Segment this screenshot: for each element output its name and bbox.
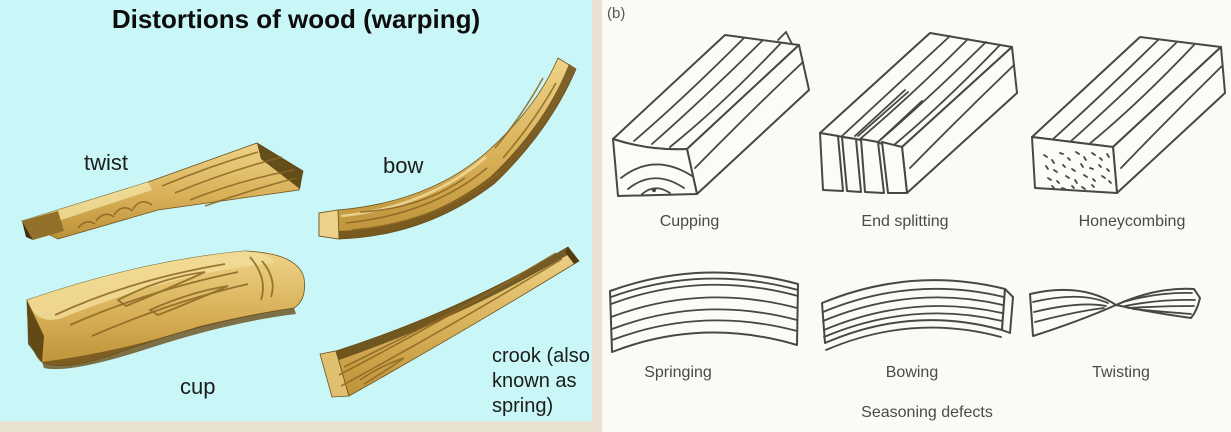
honeycombing-block-drawing [1031, 36, 1226, 194]
seasoning-defects-panel: (b) Cupping End splitting Honeycombing S… [602, 0, 1231, 432]
cup-board-illustration [26, 250, 305, 370]
crook-label: crook (also known as spring) [492, 344, 602, 419]
cupping-block-drawing [612, 30, 810, 197]
warping-illustrations [20, 57, 580, 398]
bowing-board-drawing [821, 279, 1014, 351]
warping-title: Distortions of wood (warping) [111, 4, 481, 34]
honeycombing-label: Honeycombing [1078, 213, 1186, 230]
twist-label: twist [84, 150, 128, 175]
crook-label-line2: known as [492, 370, 577, 392]
crook-label-line3: spring) [492, 395, 554, 417]
end-splitting-block-drawing [819, 32, 1018, 194]
bow-board-illustration [318, 57, 577, 240]
crook-board-illustration [319, 246, 580, 398]
cupping-label: Cupping [659, 213, 720, 230]
springing-board-drawing [609, 271, 799, 353]
twist-board-illustration [20, 142, 304, 240]
cup-label: cup [180, 374, 216, 399]
bowing-label: Bowing [885, 364, 939, 381]
seasoning-caption: Seasoning defects [861, 404, 993, 421]
springing-label: Springing [644, 364, 712, 381]
twisting-label: Twisting [1092, 364, 1150, 381]
end-splitting-label: End splitting [861, 213, 949, 230]
seasoning-defects-illustrations [609, 30, 1226, 353]
twisting-board-drawing [1029, 287, 1201, 337]
figure-label-b: (b) [607, 5, 626, 22]
warping-panel: Distortions of wood (warping) twist bow … [0, 0, 592, 421]
crook-label-line1: crook (also [492, 345, 590, 367]
bow-label: bow [383, 153, 424, 178]
